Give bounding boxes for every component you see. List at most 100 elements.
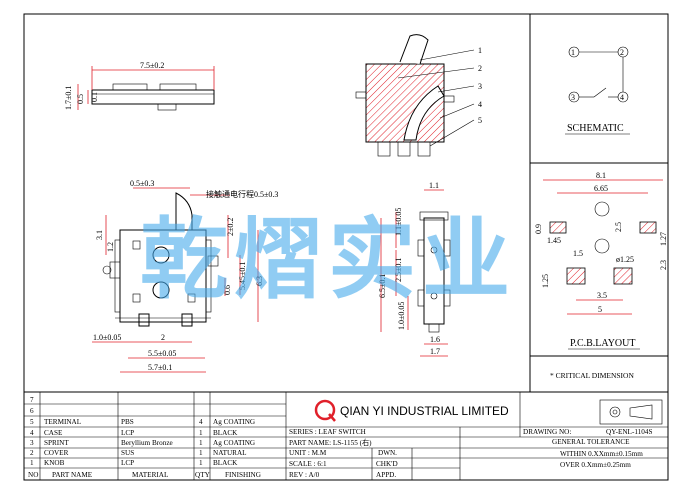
tolerance-title: GENERAL TOLERANCE xyxy=(552,438,630,446)
top-view: 7.5±0.2 1.7±0.1 0.5 0.1 xyxy=(64,61,215,111)
front-dim-10: 1.0±0.05 xyxy=(93,333,121,342)
front-view: 0.5±0.3 接触通电行程0.5±0.3 3.1 1.2 2±0.2 5.45… xyxy=(92,179,278,373)
schematic: 1 2 3 4 SCHEMATIC xyxy=(565,46,630,135)
bom-cell-qty: 1 xyxy=(199,439,203,447)
bom-cell-qty: 4 xyxy=(199,418,203,426)
bom-cell-part: KNOB xyxy=(44,459,65,467)
projection-symbol-icon xyxy=(609,406,621,418)
pin-4: 4 xyxy=(620,93,624,102)
side-dim-65: 6.5±0.1 xyxy=(378,274,387,298)
pcb-title: P.C.B.LAYOUT xyxy=(570,338,635,349)
company-logo xyxy=(314,399,336,421)
watermark: 乾熠实业 xyxy=(140,208,516,311)
top-dim-01: 0.1 xyxy=(90,92,99,102)
pin-2: 2 xyxy=(620,48,624,57)
company-name: QIAN YI INDUSTRIAL LIMITED xyxy=(340,404,509,418)
bom-head-part: PART NAME xyxy=(52,471,93,479)
front-dim-545: 5.45±0.1 xyxy=(238,262,247,290)
bom-cell-qty: 1 xyxy=(199,449,203,457)
top-dim-height: 1.7±0.1 xyxy=(64,86,73,110)
appd-label: APPD. xyxy=(376,471,396,479)
critical-note: * CRITICAL DIMENSION xyxy=(550,371,634,380)
title-block: QIAN YI INDUSTRIAL LIMITED DRAWING NO: Q… xyxy=(24,392,668,480)
section-view: 1 2 3 4 5 xyxy=(355,34,482,157)
pcb-layout: 8.1 6.65 2.5 0.9 1.45 1.27 1.5 2.3 ø1.25… xyxy=(534,171,668,350)
bom-cell-qty: 1 xyxy=(199,459,203,467)
front-dim-31: 3.1 xyxy=(95,230,104,240)
pcb-dim-09: 0.9 xyxy=(534,224,543,234)
front-dim-06: 0.6 xyxy=(223,285,232,295)
bom-head-no: NO xyxy=(28,471,38,479)
front-dim-63: 6.3 xyxy=(255,276,264,286)
pcb-dim-25: 2.5 xyxy=(614,222,623,232)
bom-cell-finishing: BLACK xyxy=(213,429,238,437)
bom-cell-material: PBS xyxy=(121,418,134,426)
bom-head-finishing: FINISHING xyxy=(225,471,261,479)
drawing-no: QY-ENL-1104S xyxy=(606,428,652,436)
dwn-label: DWN. xyxy=(378,449,397,457)
pcb-dim-125: 1.25 xyxy=(541,274,550,288)
callout-3: 3 xyxy=(478,82,482,91)
scale: SCALE : 6:1 xyxy=(289,460,327,468)
side-dim-11: 1.1 xyxy=(429,181,439,190)
bom-cell-material: SUS xyxy=(121,449,134,457)
sheet-border xyxy=(23,13,669,481)
bom-cell-material: LCP xyxy=(121,429,134,437)
bom-cell-part: SPRINT xyxy=(44,439,69,447)
bom-cell-qty: 1 xyxy=(199,429,203,437)
top-width-dim: 7.5±0.2 xyxy=(140,61,164,70)
side-dim-11b: 1.1±0.05 xyxy=(394,208,403,236)
callout-1: 1 xyxy=(478,46,482,55)
front-dim-2b: 2 xyxy=(161,333,165,342)
side-dim-17: 1.7 xyxy=(430,347,440,356)
pcb-dim-5: 5 xyxy=(598,305,602,314)
bom-cell-finishing: NATURAL xyxy=(213,449,247,457)
travel-note: 接触通电行程0.5±0.3 xyxy=(206,189,278,199)
bom-cell-finishing: Ag COATING xyxy=(213,439,255,447)
side-dim-25: 2.5±0.1 xyxy=(394,258,403,282)
bom-cell-no: 4 xyxy=(30,429,34,437)
pcb-dim-127: 1.27 xyxy=(659,232,668,246)
bom-head-qty: QTY xyxy=(195,471,211,479)
bom-cell-part: TERMINAL xyxy=(44,418,81,426)
bom-cell-part: CASE xyxy=(44,429,63,437)
front-dim-12: 1.2 xyxy=(106,242,115,252)
callout-4: 4 xyxy=(478,100,482,109)
bom-cell-finishing: Ag COATING xyxy=(213,418,255,426)
bom-cell-no: 7 xyxy=(30,396,34,404)
schematic-title: SCHEMATIC xyxy=(567,123,624,134)
callout-leaders xyxy=(397,49,475,147)
bom-cell-no: 2 xyxy=(30,449,34,457)
side-view: 1.1 1.1±0.05 2.5±0.1 6.5±0.1 1.0±0.05 1.… xyxy=(378,181,451,357)
pcb-dim-15: 1.5 xyxy=(573,249,583,258)
side-dim-16: 1.6 xyxy=(430,335,440,344)
pcb-dim-35: 3.5 xyxy=(597,291,607,300)
pin-1: 1 xyxy=(571,48,575,57)
bom-cell-finishing: BLACK xyxy=(213,459,238,467)
bom-cell-no: 1 xyxy=(30,459,34,467)
bom-cell-material: Beryllium Bronze xyxy=(121,439,173,447)
pin-3: 3 xyxy=(571,93,575,102)
series: SERIES : LEAF SWITCH xyxy=(289,428,366,436)
bom-cell-no: 3 xyxy=(30,439,34,447)
pcb-dim-81: 8.1 xyxy=(596,171,606,180)
callout-2: 2 xyxy=(478,64,482,73)
part-name: PART NAME: LS-1155 (右) xyxy=(289,438,372,447)
front-dim-2: 2±0.2 xyxy=(226,218,235,236)
pcb-dim-23: 2.3 xyxy=(659,260,668,270)
front-dim-57: 5.7±0.1 xyxy=(148,363,172,372)
bom-cell-no: 5 xyxy=(30,418,34,426)
front-dim-55: 5.5±0.05 xyxy=(148,349,176,358)
bom-cell-material: LCP xyxy=(121,459,134,467)
drawing-no-label: DRAWING NO: xyxy=(523,428,571,436)
tolerance-1: WITHIN 0.XXmm±0.15mm xyxy=(560,450,643,458)
bom-head-material: MATERIAL xyxy=(132,471,168,479)
front-dim-05: 0.5±0.3 xyxy=(130,179,154,188)
rev: REV : A/0 xyxy=(289,471,320,479)
top-dim-05: 0.5 xyxy=(76,94,85,104)
bom-cell-no: 6 xyxy=(30,407,34,415)
tolerance-2: OVER 0.Xmm±0.25mm xyxy=(560,461,631,469)
